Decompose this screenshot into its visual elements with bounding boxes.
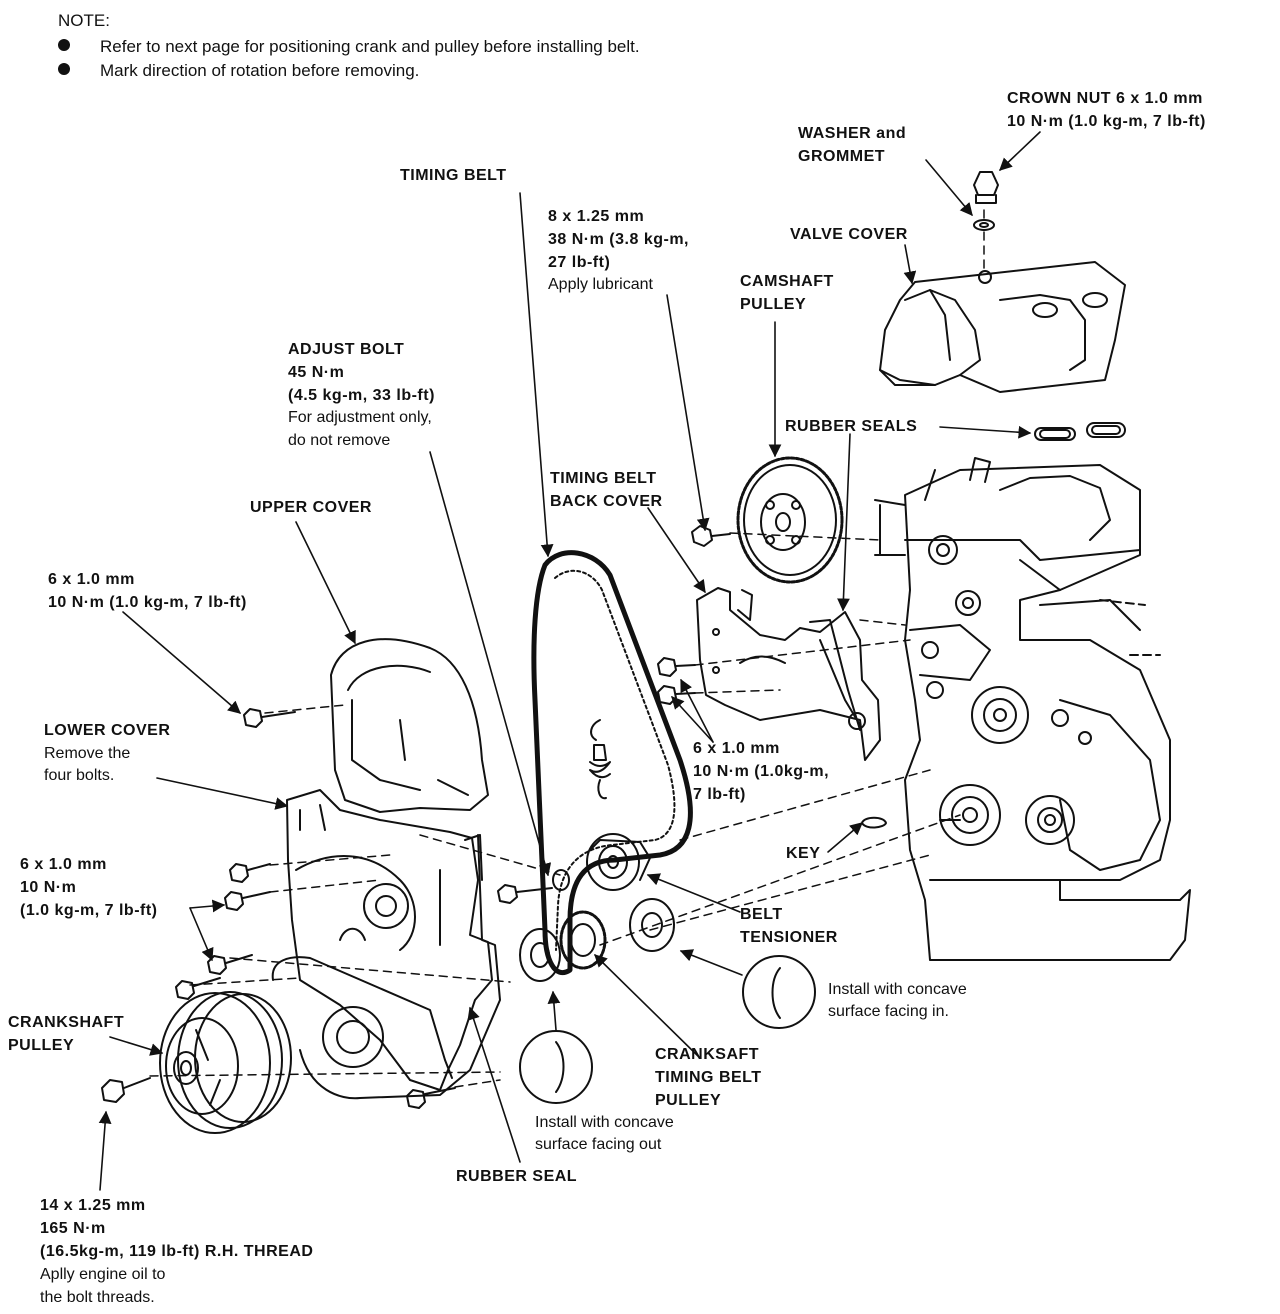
label-back-cover-bolts-torque: 10 N·m (1.0kg-m, bbox=[693, 763, 830, 780]
label-crown-nut-torque: 10 N·m (1.0 kg-m, 7 lb-ft) bbox=[1007, 113, 1206, 130]
guide-washer-front bbox=[519, 928, 561, 982]
woodruff-key bbox=[861, 816, 887, 829]
label-cam-bolt-torque-cont: 27 lb-ft) bbox=[548, 254, 611, 271]
label-cam-bolt-torque: 38 N·m (3.8 kg-m, bbox=[548, 231, 689, 248]
note-heading: NOTE: bbox=[58, 11, 110, 30]
label-washer: WASHER and bbox=[798, 125, 907, 142]
label-crankshaft: CRANKSHAFT bbox=[8, 1014, 125, 1031]
label-back-cover-cont: BACK COVER bbox=[550, 493, 663, 510]
tensioner-spring bbox=[589, 719, 611, 800]
camshaft-pulley-bolt bbox=[691, 525, 731, 547]
note-item-text: Refer to next page for positioning crank… bbox=[100, 37, 640, 56]
label-crank-bolt-torque: 165 N·m bbox=[40, 1220, 106, 1237]
crankshaft-pulley-bolt bbox=[101, 1077, 151, 1103]
label-lower-bolts-torque-cont: (1.0 kg-m, 7 lb-ft) bbox=[20, 902, 158, 919]
engine-block bbox=[874, 457, 1191, 961]
label-timing-belt: TIMING BELT bbox=[400, 167, 507, 184]
label-lower-cover: LOWER COVER bbox=[44, 722, 171, 739]
label-back-cover: TIMING BELT bbox=[550, 470, 657, 487]
label-camshaft-pulley: PULLEY bbox=[740, 296, 807, 313]
washer-grommet bbox=[973, 219, 995, 231]
alignment-lines bbox=[149, 209, 985, 1088]
label-adjust-bolt-torque: 45 N·m bbox=[288, 364, 345, 381]
label-install-out-cont: surface facing out bbox=[535, 1136, 662, 1153]
valve-cover bbox=[879, 261, 1126, 393]
label-lower-cover-note-cont: four bolts. bbox=[44, 767, 115, 784]
label-valve-cover: VALVE COVER bbox=[790, 226, 908, 243]
timing-belt bbox=[531, 550, 693, 975]
label-rubber-seal: RUBBER SEAL bbox=[456, 1168, 578, 1185]
guide-washer-rear bbox=[629, 898, 675, 952]
label-crankshaft-pulley: PULLEY bbox=[8, 1037, 75, 1054]
label-grommet: GROMMET bbox=[798, 148, 886, 165]
label-camshaft: CAMSHAFT bbox=[740, 273, 834, 290]
label-crank-bolt-note: Aplly engine oil to bbox=[40, 1266, 166, 1283]
label-crown-nut: CROWN NUT 6 x 1.0 mm bbox=[1007, 90, 1203, 107]
label-back-cover-bolts-torque-cont: 7 lb-ft) bbox=[693, 786, 746, 803]
label-crank-bolt-note-cont: the bolt threads. bbox=[40, 1289, 155, 1306]
label-rubber-seals: RUBBER SEALS bbox=[785, 418, 918, 435]
label-upper-cover: UPPER COVER bbox=[250, 499, 372, 516]
label-crank-timing-pulley-end: PULLEY bbox=[655, 1092, 722, 1109]
note-item: Refer to next page for positioning crank… bbox=[58, 35, 640, 59]
lower-cover-rubber-seal bbox=[271, 834, 501, 1100]
note-item: Mark direction of rotation before removi… bbox=[58, 59, 419, 83]
label-lower-cover-note: Remove the bbox=[44, 745, 131, 762]
rubber-seals bbox=[1034, 422, 1126, 441]
label-adjust-bolt-note-cont: do not remove bbox=[288, 432, 391, 449]
label-belt: BELT bbox=[740, 906, 783, 923]
concave-in-icon bbox=[742, 955, 816, 1029]
lower-cover-bolts bbox=[175, 708, 456, 1109]
label-upper-bolt-size: 6 x 1.0 mm bbox=[48, 571, 135, 588]
adjust-bolt bbox=[497, 869, 570, 904]
label-install-in-cont: surface facing in. bbox=[828, 1003, 949, 1020]
label-adjust-bolt-torque-cont: (4.5 kg-m, 33 lb-ft) bbox=[288, 387, 435, 404]
lower-cover bbox=[286, 789, 493, 1091]
label-key: KEY bbox=[786, 845, 821, 862]
label-upper-bolt-torque: 10 N·m (1.0 kg-m, 7 lb-ft) bbox=[48, 594, 247, 611]
label-lower-bolts-torque: 10 N·m bbox=[20, 879, 77, 896]
timing-belt-back-cover bbox=[696, 587, 881, 761]
label-install-in: Install with concave bbox=[828, 981, 967, 998]
concave-out-icon bbox=[519, 1030, 593, 1104]
label-cam-bolt-size: 8 x 1.25 mm bbox=[548, 208, 645, 225]
label-lower-bolts-size: 6 x 1.0 mm bbox=[20, 856, 107, 873]
upper-cover bbox=[330, 638, 489, 813]
crankshaft-timing-belt-pulley bbox=[559, 910, 607, 970]
label-adjust-bolt: ADJUST BOLT bbox=[288, 341, 405, 358]
label-cam-bolt-note: Apply lubricant bbox=[548, 276, 653, 293]
label-adjust-bolt-note: For adjustment only, bbox=[288, 409, 432, 426]
note-item-text: Mark direction of rotation before removi… bbox=[100, 61, 420, 80]
label-crank-bolt-torque-cont: (16.5kg-m, 119 lb-ft) R.H. THREAD bbox=[40, 1243, 314, 1260]
label-crank-timing-pulley-cont: TIMING BELT bbox=[655, 1069, 762, 1086]
bullet-icon bbox=[58, 39, 70, 51]
leader-arrows bbox=[98, 131, 1041, 1191]
belt-tensioner bbox=[586, 833, 651, 891]
crankshaft-pulley bbox=[159, 991, 292, 1134]
crown-nut bbox=[973, 171, 999, 204]
label-tensioner: TENSIONER bbox=[740, 929, 838, 946]
label-crank-bolt-size: 14 x 1.25 mm bbox=[40, 1197, 146, 1214]
label-install-out: Install with concave bbox=[535, 1114, 674, 1131]
bullet-icon bbox=[58, 63, 70, 75]
label-back-cover-bolts-size: 6 x 1.0 mm bbox=[693, 740, 780, 757]
camshaft-pulley bbox=[736, 456, 844, 584]
label-crank-timing-pulley: CRANKSAFT bbox=[655, 1046, 760, 1063]
